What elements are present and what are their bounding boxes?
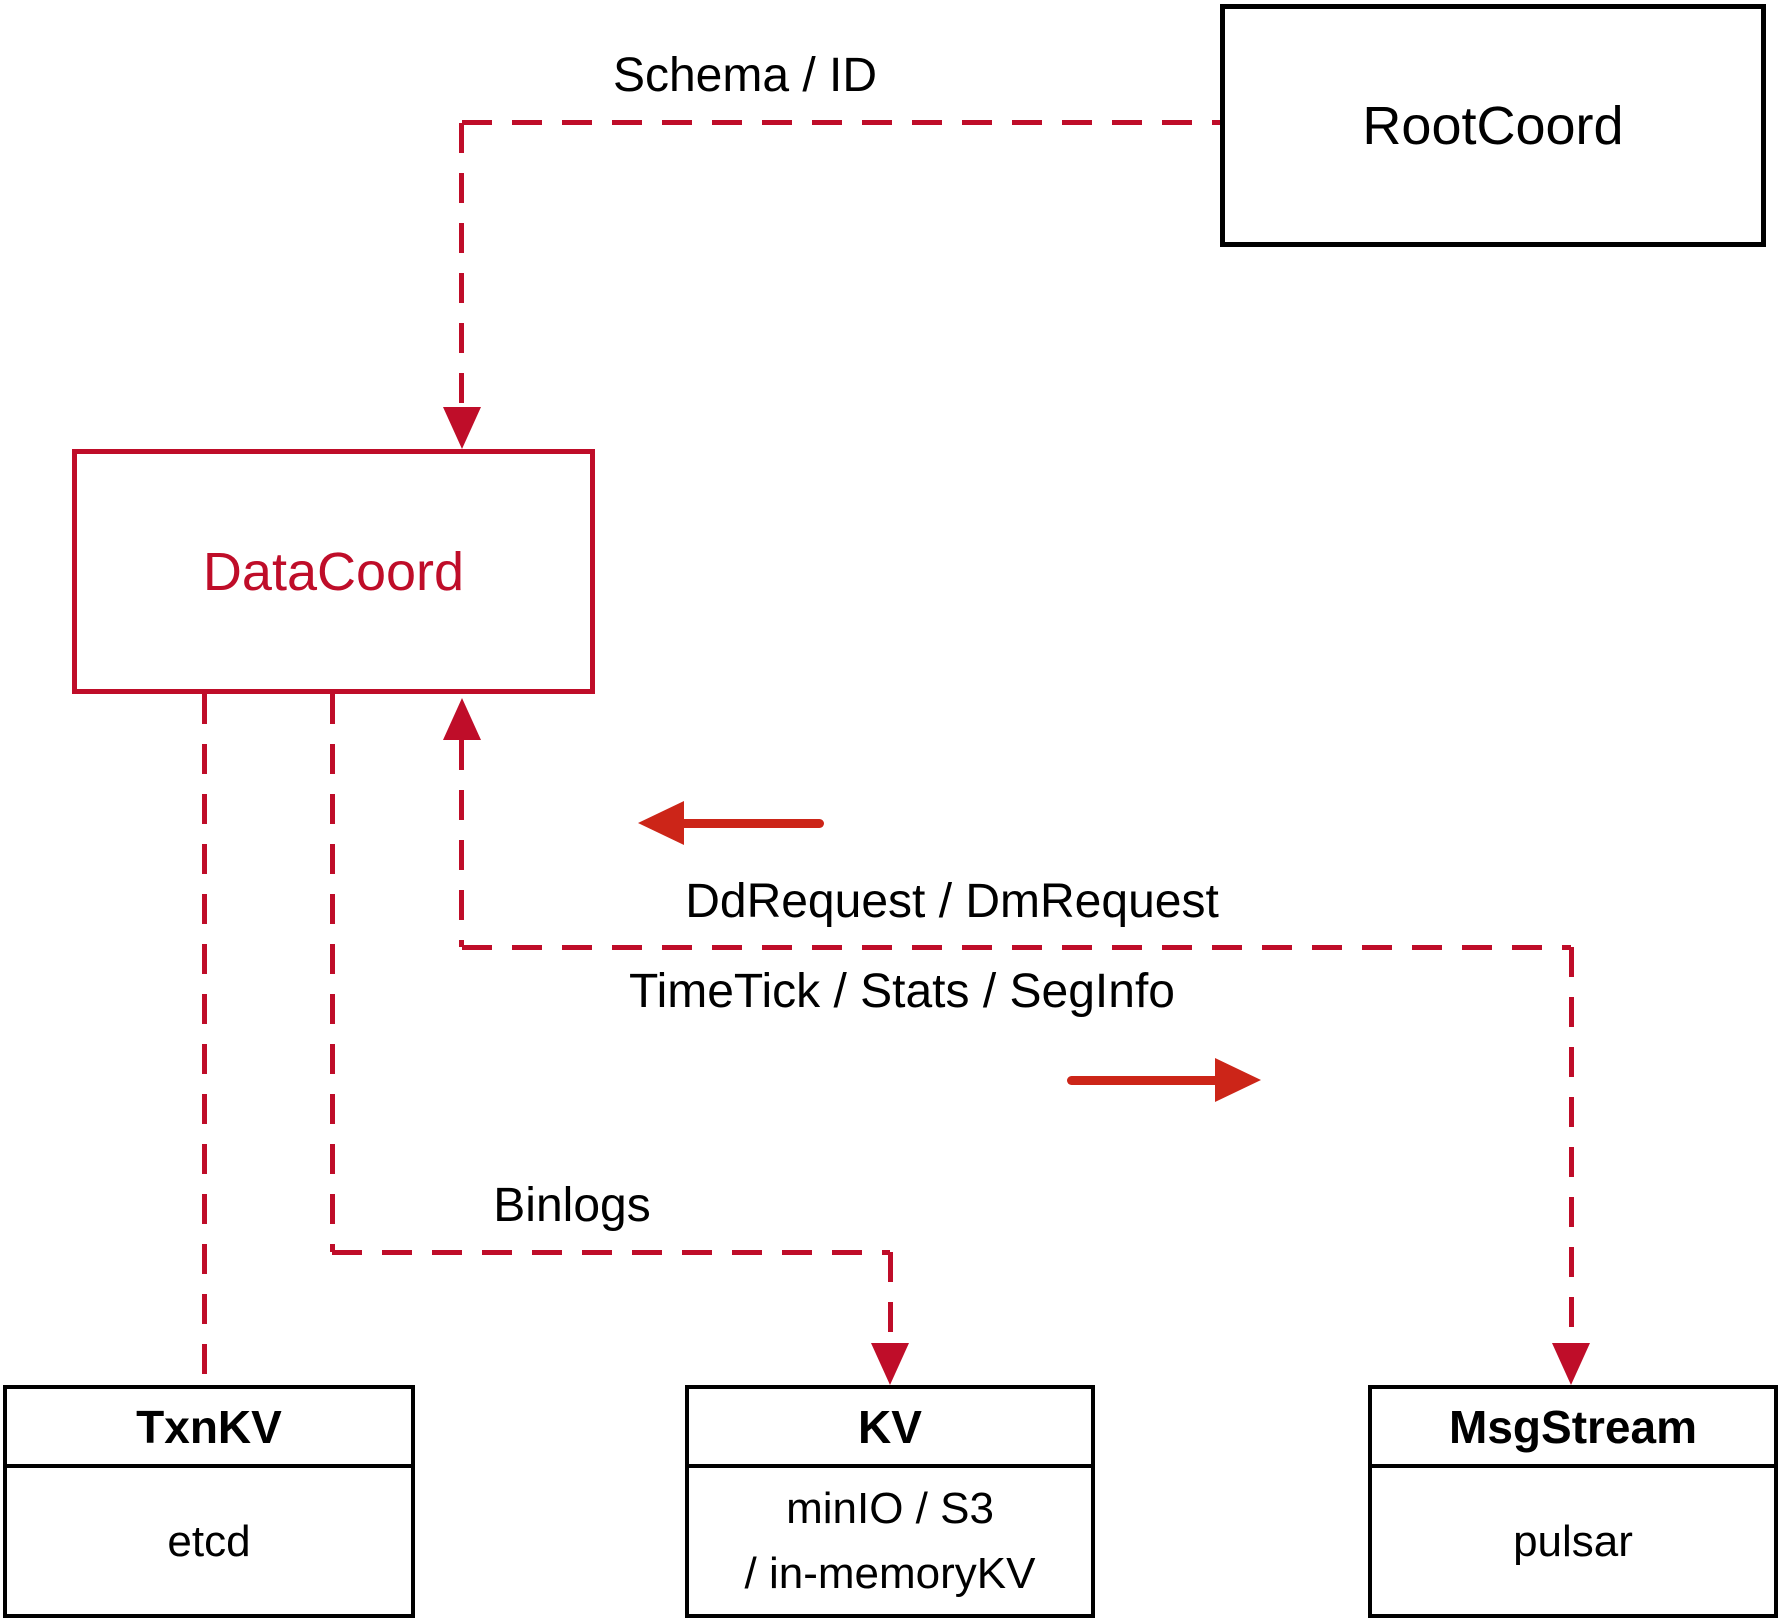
node-kv-subtitle-line1: minIO / S3 (786, 1484, 994, 1533)
node-msgstream-title: MsgStream (1449, 1400, 1697, 1453)
node-kv-subtitle-line2: / in-memoryKV (744, 1549, 1036, 1598)
edge-binlogs-horizontal (332, 1250, 890, 1255)
edge-schema-id-horizontal (462, 120, 1220, 125)
node-msgstream: MsgStream pulsar (1368, 1385, 1778, 1618)
edge-binlogs-vertical-right (888, 1252, 893, 1343)
arrow-down-head-icon (1552, 1343, 1590, 1385)
edge-binlogs-vertical-left (330, 694, 335, 1252)
edge-label-ddrequest-dmrequest: DdRequest / DmRequest (685, 875, 1219, 928)
arrow-down-head-icon (871, 1343, 909, 1385)
edge-label-schema-id: Schema / ID (612, 49, 878, 102)
arrow-right-tip (1215, 1058, 1261, 1102)
node-txnkv-body: etcd (7, 1468, 411, 1614)
node-txnkv-header: TxnKV (7, 1389, 411, 1468)
edge-label-timetick-stats-seginfo: TimeTick / Stats / SegInfo (629, 965, 1175, 1018)
node-txnkv-subtitle: etcd (167, 1516, 251, 1566)
arrow-left-tip (638, 801, 684, 845)
node-msgstream-body: pulsar (1372, 1468, 1774, 1614)
arrow-left-shaft (684, 818, 824, 828)
node-kv: KV minIO / S3 / in-memoryKV (685, 1385, 1095, 1618)
arrow-down-head-icon (443, 407, 481, 449)
edge-label-binlogs: Binlogs (493, 1179, 651, 1232)
node-kv-body: minIO / S3 / in-memoryKV (689, 1468, 1091, 1614)
node-rootcoord-label: RootCoord (1362, 95, 1624, 156)
node-msgstream-subtitle: pulsar (1513, 1516, 1633, 1566)
node-txnkv-title: TxnKV (136, 1400, 282, 1453)
node-kv-header: KV (689, 1389, 1091, 1468)
node-msgstream-header: MsgStream (1372, 1389, 1774, 1468)
direction-arrow-right-icon (1067, 1058, 1261, 1102)
edge-ddrequest-horizontal (462, 945, 1571, 950)
edge-schema-id-vertical (459, 123, 464, 409)
edge-ddrequest-vertical-right (1569, 947, 1574, 1343)
node-datacoord: DataCoord (72, 449, 595, 694)
arrow-up-head-icon (443, 698, 481, 740)
edge-datacoord-txnkv (202, 694, 207, 1385)
arrow-right-shaft (1067, 1075, 1215, 1085)
node-rootcoord: RootCoord (1220, 4, 1766, 247)
node-txnkv: TxnKV etcd (3, 1385, 415, 1618)
edge-ddrequest-vertical-left (459, 740, 464, 947)
node-kv-title: KV (858, 1400, 922, 1453)
node-datacoord-label: DataCoord (202, 541, 465, 602)
direction-arrow-left-icon (638, 801, 824, 845)
